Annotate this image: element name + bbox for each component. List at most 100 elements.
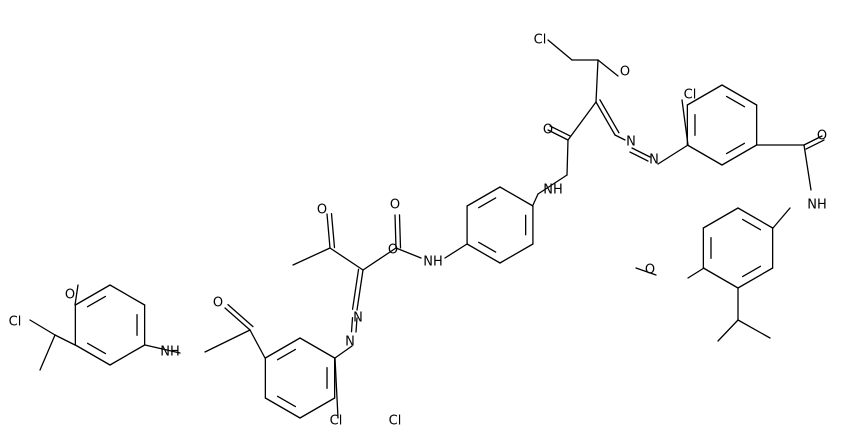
atom-label: O xyxy=(317,203,327,218)
single-bond xyxy=(144,344,181,354)
double-bond-inner xyxy=(351,268,360,310)
aromatic-inner-bond xyxy=(86,295,107,308)
aromatic-inner-bond xyxy=(276,395,297,408)
single-bond xyxy=(444,243,468,259)
single-bond xyxy=(362,247,397,271)
atom-label: O xyxy=(645,263,655,278)
single-bond xyxy=(566,139,569,176)
atom-label: Cl xyxy=(534,33,547,48)
single-bond xyxy=(597,59,619,77)
ring-bond xyxy=(702,207,739,229)
ring-bond xyxy=(721,144,758,166)
double-bond xyxy=(356,269,364,311)
atom-label: O xyxy=(817,129,827,144)
single-bond xyxy=(329,247,364,271)
atom-label: Cl xyxy=(9,315,22,330)
aromatic-inner-bond xyxy=(741,265,762,278)
double-bond-inner xyxy=(549,125,571,137)
ring-bond xyxy=(264,397,301,419)
atom-label: NH xyxy=(423,255,443,270)
atom-label: NH xyxy=(807,198,827,213)
ring-bond xyxy=(74,344,111,366)
double-bond xyxy=(631,147,651,158)
atom-label: O xyxy=(388,243,398,258)
ring-bond xyxy=(466,243,501,264)
atom-label: O xyxy=(213,296,223,311)
single-bond xyxy=(547,39,573,61)
double-bond-inner xyxy=(350,317,354,333)
single-bond xyxy=(681,99,689,146)
atom-label: O xyxy=(543,123,553,138)
aromatic-inner-bond xyxy=(86,342,107,355)
double-bond xyxy=(355,317,358,333)
ring-bond xyxy=(74,284,111,306)
aromatic-inner-bond xyxy=(276,348,297,361)
single-bond xyxy=(717,319,739,342)
single-bond xyxy=(737,319,771,339)
ring-bond xyxy=(686,84,723,106)
ring-bond xyxy=(499,186,534,207)
single-bond xyxy=(334,357,339,419)
aromatic-inner-bond xyxy=(741,218,762,231)
aromatic-inner-bond xyxy=(478,241,497,253)
atom-label: Cl xyxy=(330,414,343,429)
ring-bond xyxy=(264,337,301,359)
ring-bond xyxy=(109,344,146,366)
single-bond xyxy=(54,334,76,346)
double-bond xyxy=(224,307,251,331)
double-bond xyxy=(595,101,616,136)
single-bond xyxy=(29,319,56,336)
atom-label: N xyxy=(626,135,636,150)
atom-label: NH xyxy=(160,345,180,360)
single-bond xyxy=(334,345,353,359)
ring-bond xyxy=(702,267,739,289)
single-bond xyxy=(595,59,599,103)
single-bond xyxy=(687,267,705,279)
single-bond xyxy=(567,101,597,141)
single-bond xyxy=(39,334,56,371)
double-bond xyxy=(803,135,823,146)
ring-bond xyxy=(737,267,774,289)
ring-bond xyxy=(686,144,723,166)
atom-label: N xyxy=(345,335,355,350)
aromatic-inner-bond xyxy=(725,142,746,155)
aromatic-inner-bond xyxy=(478,197,497,209)
single-bond xyxy=(614,134,626,141)
single-bond xyxy=(249,329,266,359)
atom-label: Cl xyxy=(684,88,697,103)
atom-label: O xyxy=(390,198,400,213)
atom-label: N xyxy=(649,153,659,168)
ring-bond xyxy=(737,207,774,229)
ring-bond xyxy=(299,397,336,419)
ring-bond xyxy=(721,84,758,106)
double-bond xyxy=(326,213,331,249)
single-bond xyxy=(292,247,331,266)
single-bond xyxy=(532,193,539,206)
atom-label: N xyxy=(353,311,363,326)
atom-label: NH xyxy=(543,183,563,198)
ring-bond xyxy=(299,337,336,359)
single-bond xyxy=(204,329,251,353)
ring-bond xyxy=(466,186,501,207)
atom-label: O xyxy=(65,288,75,303)
double-bond-inner xyxy=(599,99,620,134)
double-bond xyxy=(394,214,397,249)
single-bond xyxy=(74,284,79,306)
double-bond-inner xyxy=(805,139,825,150)
atom-label: O xyxy=(620,65,630,80)
bond-layer xyxy=(29,39,825,419)
single-bond xyxy=(537,174,568,195)
double-bond-inner xyxy=(330,212,336,249)
single-bond xyxy=(657,144,689,165)
single-bond xyxy=(803,144,812,191)
aromatic-inner-bond xyxy=(725,95,746,108)
double-bond-inner xyxy=(227,303,254,328)
ring-bond xyxy=(499,243,534,264)
double-bond-inner xyxy=(629,151,649,162)
double-bond xyxy=(547,129,569,141)
single-bond xyxy=(635,267,657,276)
double-bond-inner xyxy=(398,214,402,249)
ring-bond xyxy=(109,284,146,306)
single-bond xyxy=(772,207,791,229)
